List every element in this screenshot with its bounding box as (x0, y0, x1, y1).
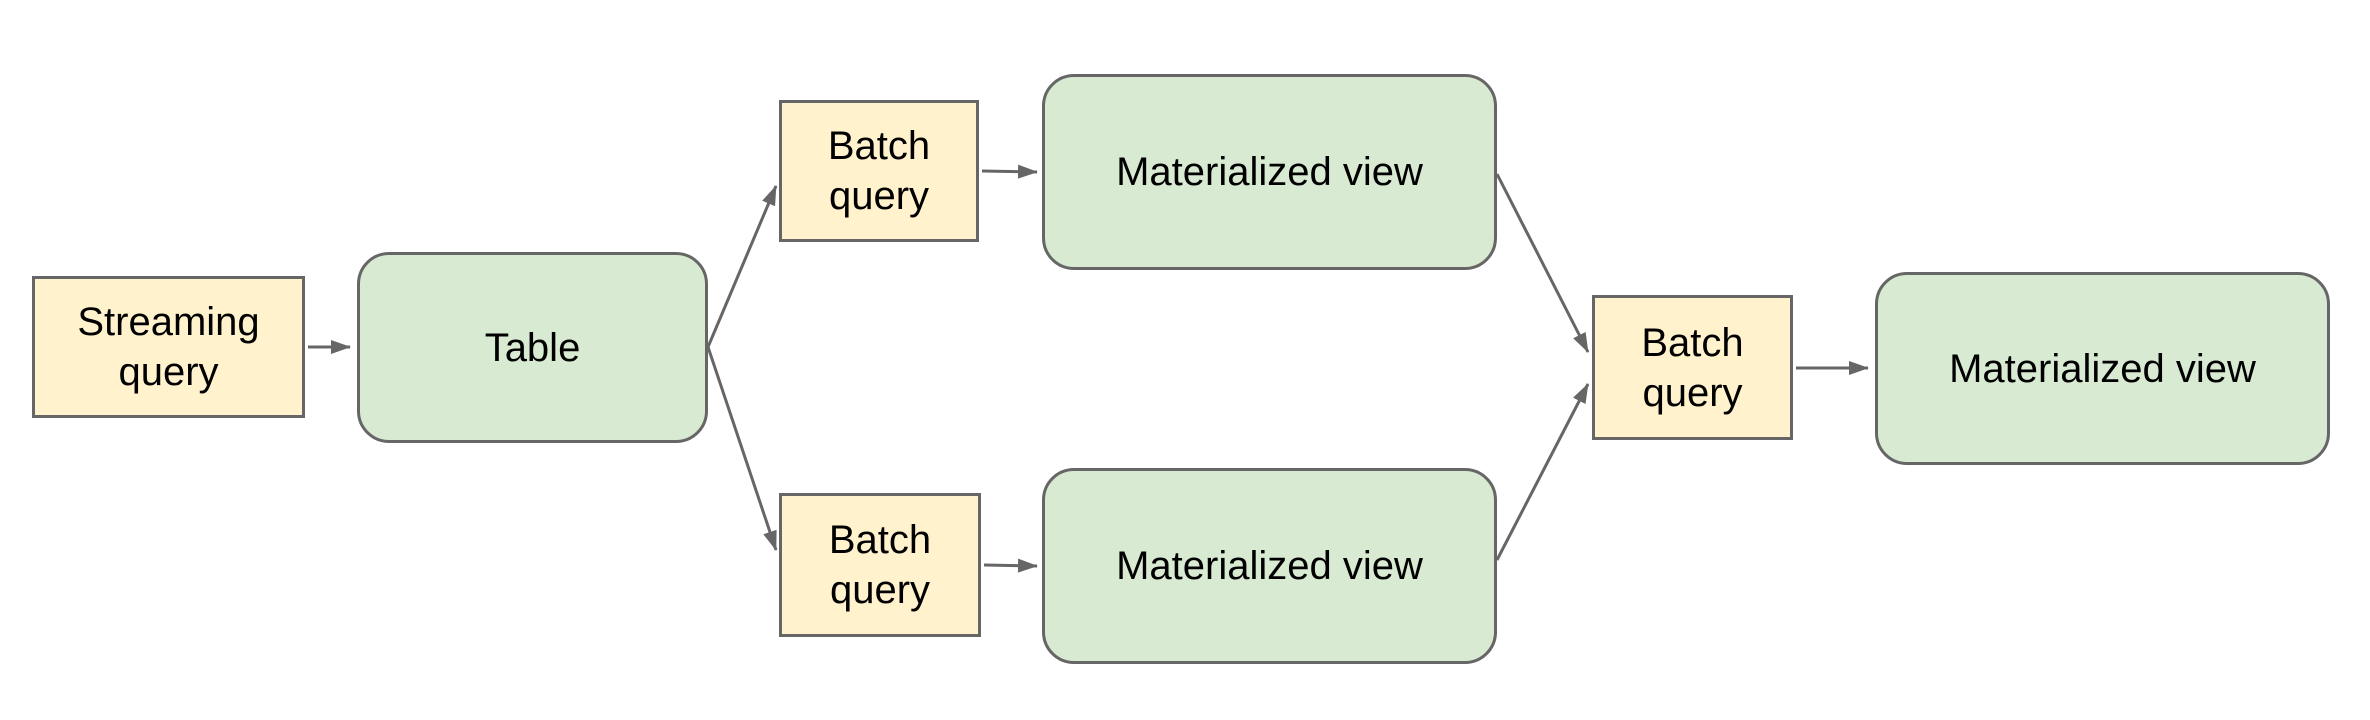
edge-table-to-batch-query-top (706, 185, 778, 348)
node-batch-query-bottom: Batch query (779, 493, 981, 637)
node-batch-query-merge: Batch query (1592, 295, 1793, 440)
node-materialized-view-final: Materialized view (1875, 272, 2330, 465)
node-table: Table (357, 252, 708, 443)
node-materialized-view-bottom-label: Materialized view (1116, 544, 1423, 588)
edge-materialized-view-bottom-to-batch-query-merge (1495, 383, 1590, 561)
node-streaming-query: Streaming query (32, 276, 305, 418)
node-batch-query-top-label: Batch query (827, 124, 931, 218)
node-batch-query-bottom-label: Batch query (828, 518, 932, 612)
node-streaming-query-label: Streaming query (77, 300, 260, 394)
edge-materialized-view-top-to-batch-query-merge (1495, 173, 1590, 353)
node-materialized-view-final-label: Materialized view (1949, 346, 2256, 391)
edge-batch-query-top-to-materialized-view-top (981, 164, 1038, 179)
node-table-label: Table (484, 325, 581, 370)
node-materialized-view-top: Materialized view (1042, 74, 1497, 270)
node-batch-query-top: Batch query (779, 100, 979, 242)
edge-batch-query-bottom-to-materialized-view-bottom (983, 558, 1038, 573)
node-materialized-view-top-label: Materialized view (1116, 150, 1423, 194)
node-materialized-view-bottom: Materialized view (1042, 468, 1497, 664)
node-batch-query-merge-label: Batch query (1641, 320, 1744, 415)
edge-table-to-batch-query-bottom (706, 346, 778, 551)
